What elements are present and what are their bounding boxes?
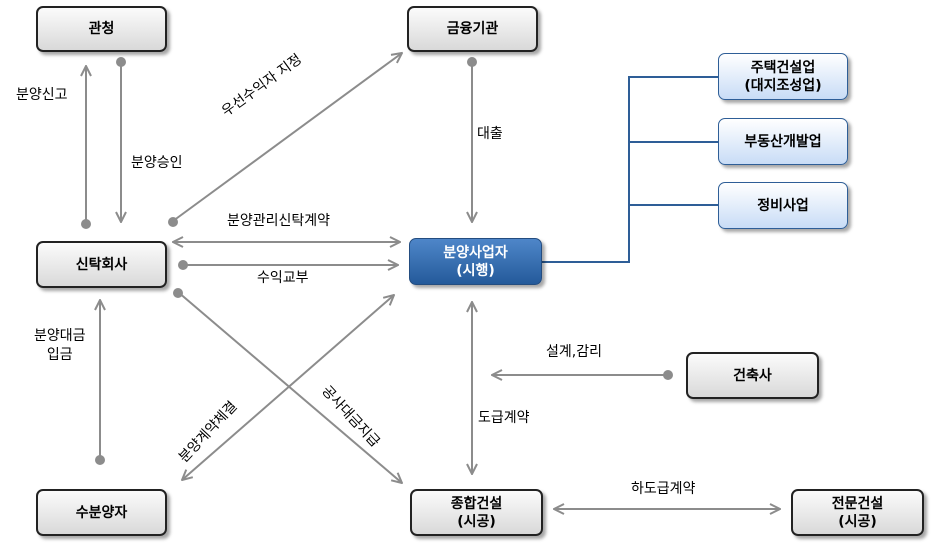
label-subcontract: 하도급계약 <box>631 481 696 497</box>
label-loan: 대출 <box>477 126 503 142</box>
node-developer-label: 분양사업자 <box>443 244 508 261</box>
node-developer: 분양사업자 (시행) <box>409 238 542 285</box>
node-trust-company-label: 신탁회사 <box>75 256 128 273</box>
edge-construction-payment <box>177 291 402 483</box>
node-general-construction-sublabel: (시공) <box>457 513 496 530</box>
label-sale-payment-line2: 입금 <box>46 347 73 363</box>
node-redevelopment-label: 정비사업 <box>757 197 809 214</box>
node-gwancheong-label: 관청 <box>88 21 115 37</box>
dot-architect <box>663 370 673 380</box>
label-profit-delivery: 수익교부 <box>257 270 309 286</box>
edge-sale-contract <box>182 295 394 480</box>
node-housing-builder-label: 주택건설업 <box>750 59 816 76</box>
node-general-construction-label: 종합건설 <box>450 495 503 512</box>
node-real-estate-developer-label: 부동산개발업 <box>744 133 822 150</box>
node-special-construction: 전문건설 (시공) <box>791 489 924 536</box>
dot-sale-approval <box>116 57 126 67</box>
label-design-supervision: 설계,감리 <box>546 344 602 360</box>
node-buyer: 수분양자 <box>36 489 167 536</box>
node-special-construction-sublabel: (시공) <box>838 513 877 530</box>
dot-loan <box>467 57 477 67</box>
node-financial-institution: 금융기관 <box>407 6 538 52</box>
label-trust-contract: 분양관리신탁계약 <box>227 213 331 229</box>
developer-type-connector <box>542 76 718 263</box>
node-housing-builder-sublabel: (대지조성업) <box>744 77 822 94</box>
node-financial-institution-label: 금융기관 <box>446 21 499 37</box>
node-redevelopment: 정비사업 <box>718 182 848 229</box>
label-sale-payment-line1: 분양대금 <box>34 328 86 344</box>
dot-construction-payment <box>173 288 183 298</box>
label-sale-approval: 분양승인 <box>131 155 183 171</box>
node-general-construction: 종합건설 (시공) <box>410 489 543 536</box>
node-housing-builder: 주택건설업 (대지조성업) <box>718 53 848 100</box>
dot-sale-report <box>81 219 91 229</box>
label-sale-payment: 분양대금 입금 <box>34 328 86 363</box>
node-architect-label: 건축사 <box>733 367 772 384</box>
node-trust-company: 신탁회사 <box>36 241 167 288</box>
label-sale-report: 분양신고 <box>16 87 68 103</box>
node-architect: 건축사 <box>686 352 819 399</box>
dot-beneficiary <box>168 217 178 227</box>
label-contract: 도급계약 <box>478 410 530 426</box>
node-buyer-label: 수분양자 <box>75 504 128 521</box>
dot-sale-payment <box>95 455 105 465</box>
node-gwancheong: 관청 <box>36 6 167 52</box>
node-real-estate-developer: 부동산개발업 <box>718 118 848 165</box>
dot-profit <box>178 260 188 270</box>
node-developer-sublabel: (시행) <box>456 262 495 279</box>
node-special-construction-label: 전문건설 <box>831 495 884 512</box>
edge-beneficiary-designation <box>172 53 402 222</box>
